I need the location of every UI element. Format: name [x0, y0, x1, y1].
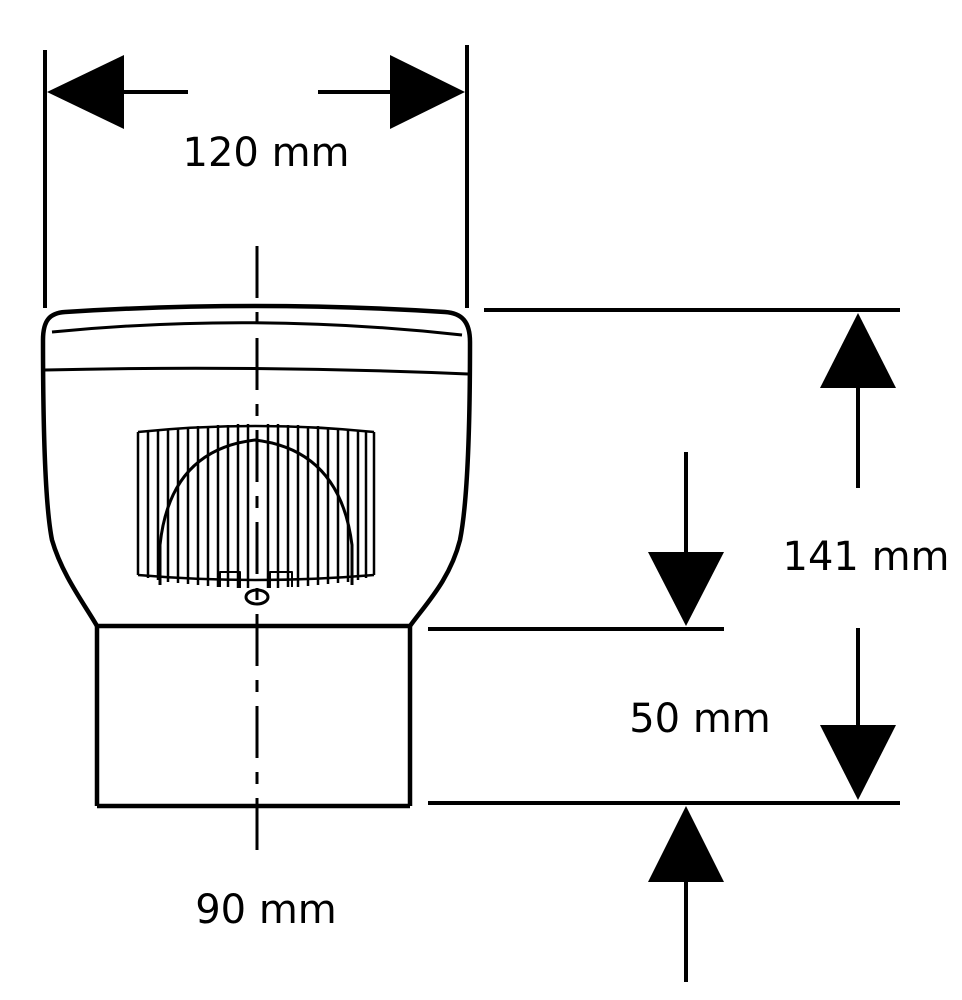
label-bottom-diameter: 90 mm: [195, 887, 337, 933]
vent-grille: [136, 424, 376, 588]
socket-height-arrowhead-down: [648, 552, 724, 626]
width-dimension: [43, 45, 469, 308]
height-dimensions: [428, 308, 900, 982]
total-height-arrowhead-up: [820, 313, 896, 388]
valve-dome: [158, 438, 354, 585]
socket-height-arrowhead-up: [648, 806, 724, 882]
total-height-arrowhead-down: [820, 725, 896, 800]
label-top-width: 120 mm: [183, 130, 350, 176]
width-arrowhead-left: [47, 55, 124, 129]
width-arrowhead-right: [390, 55, 465, 129]
cap-rim: [51, 321, 463, 337]
vent-body: [40, 303, 473, 809]
label-total-height: 141 mm: [783, 534, 950, 580]
label-socket-height: 50 mm: [629, 696, 771, 742]
cap-outline: [40, 303, 473, 628]
